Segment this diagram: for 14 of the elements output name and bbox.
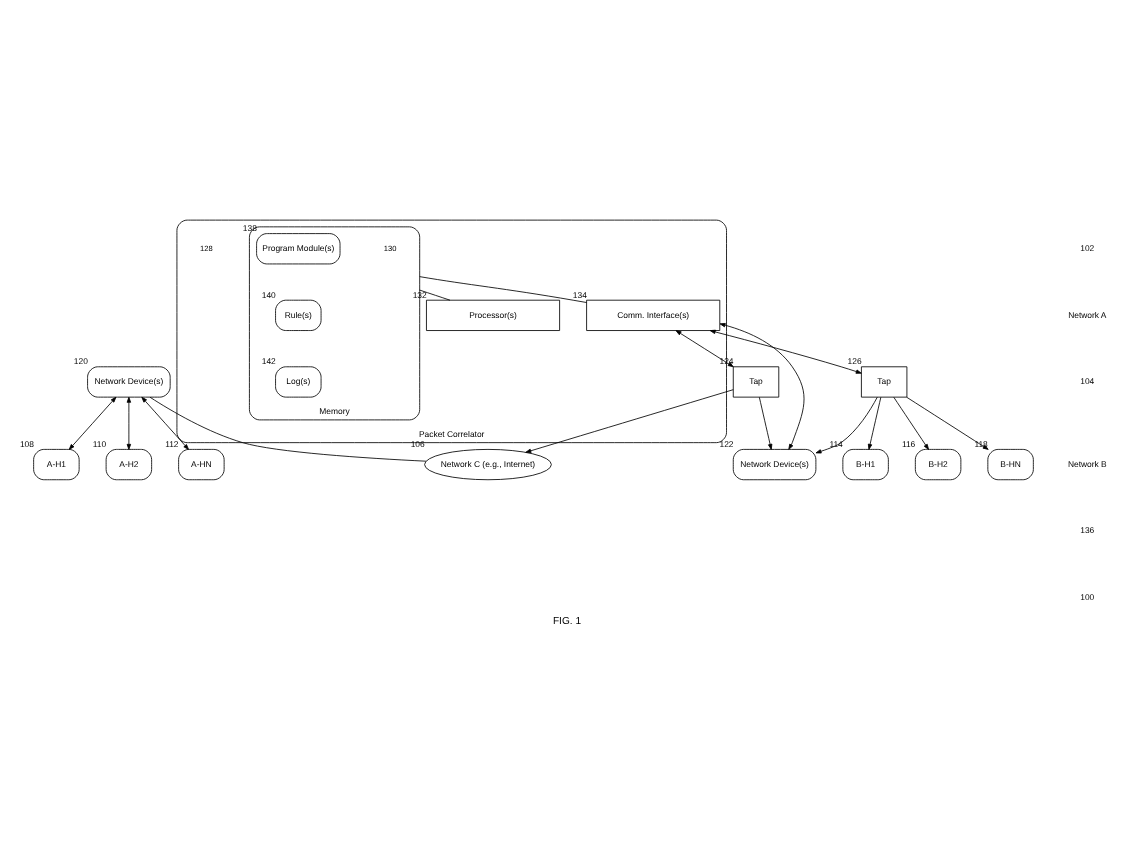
arrow bbox=[68, 395, 117, 449]
arrow bbox=[141, 395, 189, 449]
arrow bbox=[906, 395, 989, 449]
connector bbox=[149, 395, 427, 461]
arrow bbox=[525, 388, 734, 452]
arrow bbox=[719, 322, 805, 449]
arrow bbox=[893, 395, 929, 449]
arrow bbox=[126, 395, 132, 449]
arrow bbox=[675, 329, 734, 367]
arrow bbox=[815, 395, 878, 453]
arrow bbox=[867, 395, 882, 449]
arrow bbox=[758, 395, 773, 449]
arrow bbox=[709, 328, 862, 373]
connector bbox=[419, 275, 587, 302]
